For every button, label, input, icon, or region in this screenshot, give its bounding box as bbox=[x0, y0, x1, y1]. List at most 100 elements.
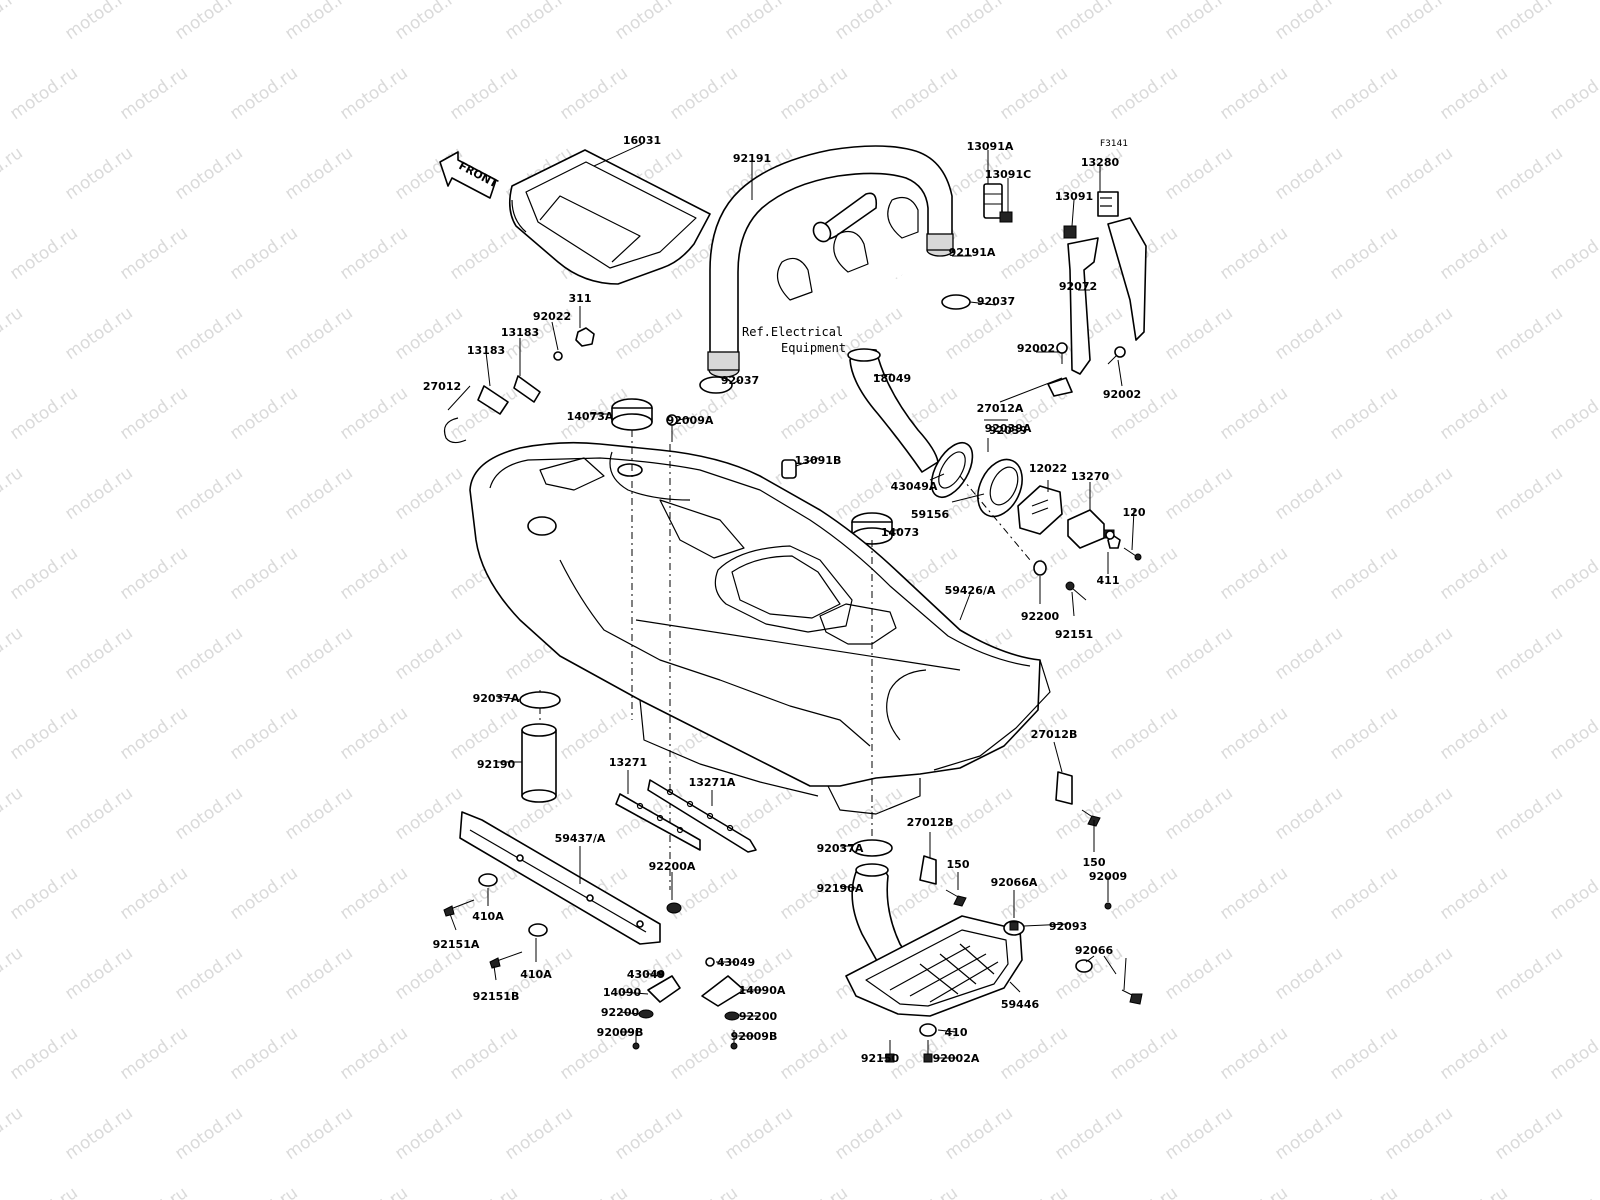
watermark-text: motod.ru bbox=[1436, 1023, 1511, 1084]
washer-410A-2 bbox=[528, 923, 548, 937]
watermark-text: motod.ru bbox=[226, 543, 301, 604]
watermark-text: motod.ru bbox=[336, 703, 411, 764]
watermark-text: motod.ru bbox=[1326, 63, 1401, 124]
watermark-text: motod.ru bbox=[6, 1023, 81, 1084]
watermark-text: motod.ru bbox=[336, 1023, 411, 1084]
bracket-92072 bbox=[1067, 217, 1147, 375]
watermark-text: motod.ru bbox=[1106, 1023, 1181, 1084]
watermark-text: motod.ru bbox=[1326, 1183, 1401, 1200]
watermark-text: motod.ru bbox=[1491, 623, 1566, 684]
part-label-92066a: 92066A bbox=[991, 876, 1038, 889]
bolt-92009 bbox=[1104, 902, 1112, 910]
part-label-13270: 13270 bbox=[1071, 470, 1110, 483]
watermark-text: motod.ru bbox=[281, 943, 356, 1004]
watermark-text: motod.ru bbox=[116, 703, 191, 764]
watermark-text: motod.ru bbox=[116, 863, 191, 924]
part-label-27012a: 27012A bbox=[977, 402, 1024, 415]
part-label-411: 411 bbox=[1097, 574, 1120, 587]
watermark-text: motod.ru bbox=[171, 943, 246, 1004]
watermark-text: motod.ru bbox=[1161, 143, 1236, 204]
watermark-text: motod.ru bbox=[776, 63, 851, 124]
watermark-text: motod.ru bbox=[1216, 63, 1291, 124]
watermark-text: motod.ru bbox=[1216, 223, 1291, 284]
part-label-16031: 16031 bbox=[623, 134, 661, 147]
watermark-text: motod.ru bbox=[1546, 1183, 1600, 1200]
part-label-150: 150 bbox=[1083, 856, 1106, 869]
watermark-text: motod.ru bbox=[996, 1023, 1071, 1084]
clip-13091A bbox=[983, 183, 1003, 219]
watermark-text: motod.ru bbox=[611, 1103, 686, 1164]
part-label-92002: 92002 bbox=[1017, 342, 1055, 355]
watermark-text: motod.ru bbox=[281, 143, 356, 204]
cap-14073A bbox=[611, 398, 653, 431]
part-label-92200: 92200 bbox=[601, 1006, 640, 1019]
watermark-text: motod.ru bbox=[1381, 463, 1456, 524]
watermark-text: motod.ru bbox=[941, 1103, 1016, 1164]
watermark-text: motod.ru bbox=[171, 623, 246, 684]
watermark-text: motod.ru bbox=[1271, 463, 1346, 524]
bolt-92002A bbox=[923, 1040, 933, 1063]
watermark-text: motod.ru bbox=[1491, 463, 1566, 524]
watermark-text: motod.ru bbox=[226, 703, 301, 764]
watermark-text: motod.ru bbox=[1216, 1023, 1291, 1084]
part-label-27012: 27012 bbox=[423, 380, 461, 393]
watermark-text: motod.ru bbox=[1161, 943, 1236, 1004]
watermark-text: motod.ru bbox=[171, 0, 246, 44]
watermark-text: motod.ru bbox=[0, 463, 27, 524]
watermark-text: motod.ru bbox=[996, 223, 1071, 284]
watermark-text: motod.ru bbox=[1326, 703, 1401, 764]
watermark-text: motod.ru bbox=[116, 1183, 191, 1200]
watermark-text: motod.ru bbox=[996, 63, 1071, 124]
watermark-text: motod.ru bbox=[6, 703, 81, 764]
watermark-text: motod.ru bbox=[1436, 383, 1511, 444]
watermark-text: motod.ru bbox=[116, 1023, 191, 1084]
part-label-92009: 92009 bbox=[1089, 870, 1127, 883]
watermark-text: motod.ru bbox=[226, 63, 301, 124]
watermark-text: motod.ru bbox=[1491, 783, 1566, 844]
watermark-text: motod.ru bbox=[336, 543, 411, 604]
watermark-text: motod.ru bbox=[171, 303, 246, 364]
washer-410A-1 bbox=[478, 873, 498, 887]
part-label-92072: 92072 bbox=[1059, 280, 1097, 293]
watermark-text: motod.ru bbox=[1436, 863, 1511, 924]
part-label-92190: 92190 bbox=[477, 758, 516, 771]
part-label-92039a: 92039A bbox=[985, 422, 1032, 435]
watermark-text: motod.ru bbox=[1381, 783, 1456, 844]
watermark-text: motod.ru bbox=[0, 943, 27, 1004]
watermark-text: motod.ru bbox=[226, 1183, 301, 1200]
storage-tray-16031 bbox=[508, 149, 711, 285]
watermark-text: motod.ru bbox=[226, 383, 301, 444]
watermark-text: motod.ru bbox=[1436, 223, 1511, 284]
strips-13271 bbox=[615, 779, 757, 853]
watermark-text: motod.ru bbox=[1381, 623, 1456, 684]
watermark-text: motod.ru bbox=[391, 943, 466, 1004]
watermark-text: motod.ru bbox=[61, 783, 136, 844]
watermark-text: motod.ru bbox=[336, 383, 411, 444]
deck-59426 bbox=[469, 441, 1051, 815]
watermark-text: motod.ru bbox=[1161, 303, 1236, 364]
part-label-59156: 59156 bbox=[911, 508, 950, 521]
watermark-text: motod.ru bbox=[556, 703, 631, 764]
washer-92200A bbox=[666, 902, 682, 914]
hose-18049 bbox=[847, 348, 939, 473]
watermark-text: motod.ru bbox=[336, 1183, 411, 1200]
part-label-13271: 13271 bbox=[609, 756, 647, 769]
watermark-text: motod.ru bbox=[1546, 863, 1600, 924]
watermark-text: motod.ru bbox=[446, 63, 521, 124]
part-label-92151: 92151 bbox=[1055, 628, 1093, 641]
watermark-text: motod.ru bbox=[171, 783, 246, 844]
clamp-92037A-bottom bbox=[851, 839, 893, 857]
part-label-92037a: 92037A bbox=[473, 692, 520, 705]
watermark-text: motod.ru bbox=[996, 863, 1071, 924]
watermark-text: motod.ru bbox=[391, 623, 466, 684]
watermark-text: motod.ru bbox=[1271, 0, 1346, 44]
watermark-text: motod.ru bbox=[1051, 0, 1126, 44]
watermark-text: motod.ru bbox=[721, 1103, 796, 1164]
part-label-92093: 92093 bbox=[1049, 920, 1087, 933]
watermark-text: motod.ru bbox=[336, 863, 411, 924]
watermark-text: motod.ru bbox=[501, 0, 576, 44]
part-label-27012b: 27012B bbox=[907, 816, 954, 829]
watermark-text: motod.ru bbox=[1216, 1183, 1291, 1200]
watermark-text: motod.ru bbox=[1326, 543, 1401, 604]
watermark-text: motod.ru bbox=[1546, 383, 1600, 444]
